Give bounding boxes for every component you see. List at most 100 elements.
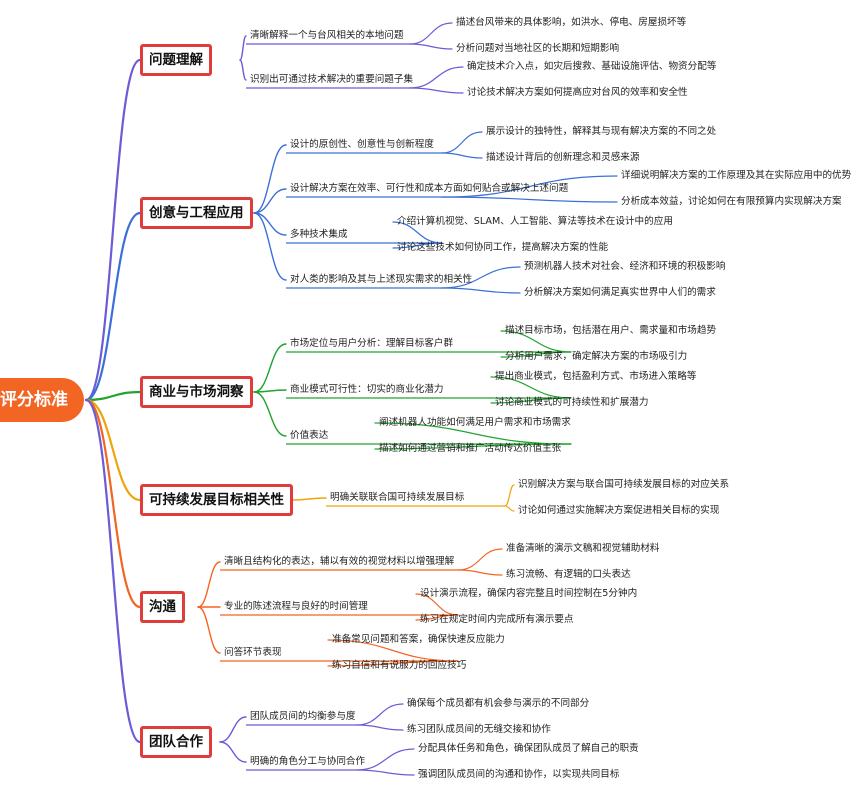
detail-node[interactable]: 描述台风带来的具体影响，如洪水、停电、房屋损坏等 — [456, 17, 687, 28]
detail-node[interactable]: 练习团队成员间的无缝交接和协作 — [407, 724, 551, 735]
subtopic-to-detail-connector — [441, 152, 483, 159]
subtopic-to-detail-connector — [392, 221, 443, 244]
category-to-subtopic-connector — [197, 561, 221, 608]
subtopic-to-detail-connector — [327, 639, 459, 662]
root-to-category-connector — [84, 398, 142, 502]
subtopic-node[interactable]: 问答环节表现 — [224, 647, 282, 658]
root-to-category-connector — [84, 58, 142, 402]
category-node[interactable]: 问题理解 — [140, 44, 212, 76]
category-node[interactable]: 可持续发展目标相关性 — [140, 484, 293, 516]
subtopic-to-detail-connector — [441, 287, 521, 294]
detail-node[interactable]: 练习自信和有说服力的回应技巧 — [332, 660, 467, 671]
detail-node[interactable]: 练习在规定时间内完成所有演示要点 — [420, 614, 574, 625]
subtopic-to-detail-connector — [356, 769, 415, 776]
detail-node[interactable]: 分配具体任务和角色，确保团队成员了解自己的职责 — [418, 743, 639, 754]
subtopic-node[interactable]: 识别出可通过技术解决的重要问题子集 — [250, 74, 414, 85]
detail-node[interactable]: 讨论如何通过实施解决方案促进相关目标的实现 — [518, 505, 720, 516]
detail-node[interactable]: 分析成本效益，讨论如何在有限预算内实现解决方案 — [621, 196, 842, 207]
detail-node[interactable]: 阐述机器人功能如何满足用户需求和市场需求 — [379, 417, 571, 428]
category-node[interactable]: 沟通 — [140, 591, 185, 623]
detail-node[interactable]: 描述设计背后的创新理念和灵感来源 — [486, 152, 640, 163]
subtopic-node[interactable]: 清晰解释一个与台风相关的本地问题 — [250, 30, 404, 41]
subtopic-to-detail-connector — [327, 660, 459, 667]
subtopic-to-detail-connector — [409, 87, 464, 94]
subtopic-node[interactable]: 清晰且结构化的表达，辅以有效的视觉材料以增强理解 — [224, 556, 455, 567]
detail-node[interactable]: 讨论商业模式的可持续性和扩展潜力 — [495, 397, 649, 408]
detail-node[interactable]: 准备常见问题和答案，确保快速反应能力 — [332, 634, 505, 645]
subtopic-node[interactable]: 设计解决方案在效率、可行性和成本方面如何贴合或解决上述问题 — [290, 183, 569, 194]
subtopic-to-detail-connector — [356, 703, 404, 726]
category-to-subtopic-connector — [197, 606, 221, 654]
subtopic-to-detail-connector — [504, 505, 515, 512]
subtopic-to-detail-connector — [415, 593, 459, 616]
subtopic-to-detail-connector — [457, 569, 503, 576]
subtopic-node[interactable]: 专业的陈述流程与良好的时间管理 — [224, 601, 368, 612]
subtopic-node[interactable]: 团队成员间的均衡参与度 — [250, 711, 356, 722]
root-to-category-connector — [84, 398, 142, 609]
subtopic-to-detail-connector — [392, 242, 443, 249]
detail-node[interactable]: 讨论这些技术如何协同工作，提高解决方案的性能 — [397, 242, 609, 253]
subtopic-node[interactable]: 商业模式可行性：切实的商业化潜力 — [290, 384, 444, 395]
category-to-subtopic-connector — [253, 343, 287, 393]
subtopic-to-detail-connector — [441, 266, 521, 289]
category-to-subtopic-connector — [291, 497, 327, 501]
subtopic-node[interactable]: 多种技术集成 — [290, 229, 348, 240]
subtopic-to-detail-connector — [409, 66, 464, 89]
subtopic-to-detail-connector — [409, 43, 453, 50]
subtopic-node[interactable]: 市场定位与用户分析：理解目标客户群 — [290, 338, 454, 349]
category-to-subtopic-connector — [253, 391, 287, 437]
subtopic-to-detail-connector — [409, 22, 453, 45]
detail-node[interactable]: 识别解决方案与联合国可持续发展目标的对应关系 — [518, 479, 730, 490]
detail-node[interactable]: 练习流畅、有逻辑的口头表达 — [506, 569, 631, 580]
detail-node[interactable]: 准备清晰的演示文稿和视觉辅助材料 — [506, 543, 660, 554]
category-to-subtopic-connector — [253, 389, 287, 393]
subtopic-node[interactable]: 明确的角色分工与协同合作 — [250, 756, 366, 767]
detail-node[interactable]: 讨论技术解决方案如何提高应对台风的效率和安全性 — [467, 87, 688, 98]
root-to-category-connector — [84, 398, 142, 744]
detail-node[interactable]: 描述目标市场，包括潜在用户、需求量和市场趋势 — [505, 325, 717, 336]
detail-node[interactable]: 强调团队成员间的沟通和协作，以实现共同目标 — [418, 769, 620, 780]
category-to-subtopic-connector — [219, 716, 247, 743]
subtopic-to-detail-connector — [441, 131, 483, 154]
subtopic-node[interactable]: 设计的原创性、创意性与创新程度 — [290, 139, 434, 150]
subtopic-to-detail-connector — [441, 196, 618, 203]
detail-node[interactable]: 预测机器人技术对社会、经济和环境的积极影响 — [524, 261, 726, 272]
detail-node[interactable]: 展示设计的独特性，解释其与现有解决方案的不同之处 — [486, 126, 717, 137]
detail-node[interactable]: 分析用户需求，确定解决方案的市场吸引力 — [505, 351, 688, 362]
root-to-category-connector — [84, 211, 142, 402]
subtopic-to-detail-connector — [490, 397, 572, 404]
detail-node[interactable]: 提出商业模式，包括盈利方式、市场进入策略等 — [495, 371, 697, 382]
detail-node[interactable]: 分析解决方案如何满足真实世界中人们的需求 — [524, 287, 716, 298]
category-to-subtopic-connector — [239, 35, 247, 61]
category-node[interactable]: 商业与市场洞察 — [140, 376, 253, 408]
subtopic-to-detail-connector — [500, 330, 572, 353]
subtopic-to-detail-connector — [415, 614, 459, 621]
subtopic-node[interactable]: 明确关联联合国可持续发展目标 — [330, 492, 465, 503]
subtopic-to-detail-connector — [490, 376, 572, 399]
detail-node[interactable]: 分析问题对当地社区的长期和短期影响 — [456, 43, 620, 54]
category-node[interactable]: 创意与工程应用 — [140, 197, 253, 229]
subtopic-to-detail-connector — [356, 748, 415, 771]
category-node[interactable]: 团队合作 — [140, 726, 212, 758]
category-to-subtopic-connector — [253, 212, 287, 281]
detail-node[interactable]: 确保每个成员都有机会参与演示的不同部分 — [407, 698, 590, 709]
subtopic-node[interactable]: 对人类的影响及其与上述现实需求的相关性 — [290, 274, 473, 285]
detail-node[interactable]: 详细说明解决方案的工作原理及其在实际应用中的优势 — [621, 170, 852, 181]
detail-node[interactable]: 确定技术介入点，如灾后搜救、基础设施评估、物资分配等 — [467, 61, 717, 72]
subtopic-to-detail-connector — [441, 175, 618, 198]
category-to-subtopic-connector — [253, 188, 287, 214]
root-node[interactable]: 评分标准 — [0, 378, 84, 422]
root-to-category-connector — [84, 390, 142, 402]
category-to-subtopic-connector — [219, 741, 247, 763]
detail-node[interactable]: 介绍计算机视觉、SLAM、人工智能、算法等技术在设计中的应用 — [397, 216, 673, 227]
subtopic-node[interactable]: 价值表达 — [290, 430, 329, 441]
subtopic-to-detail-connector — [356, 724, 404, 731]
category-to-subtopic-connector — [253, 144, 287, 214]
detail-node[interactable]: 描述如何通过营销和推广活动传达价值主张 — [379, 443, 562, 454]
subtopic-to-detail-connector — [374, 422, 572, 445]
detail-node[interactable]: 设计演示流程，确保内容完整且时间控制在5分钟内 — [420, 588, 638, 599]
category-to-subtopic-connector — [239, 59, 247, 81]
subtopic-to-detail-connector — [374, 443, 572, 450]
